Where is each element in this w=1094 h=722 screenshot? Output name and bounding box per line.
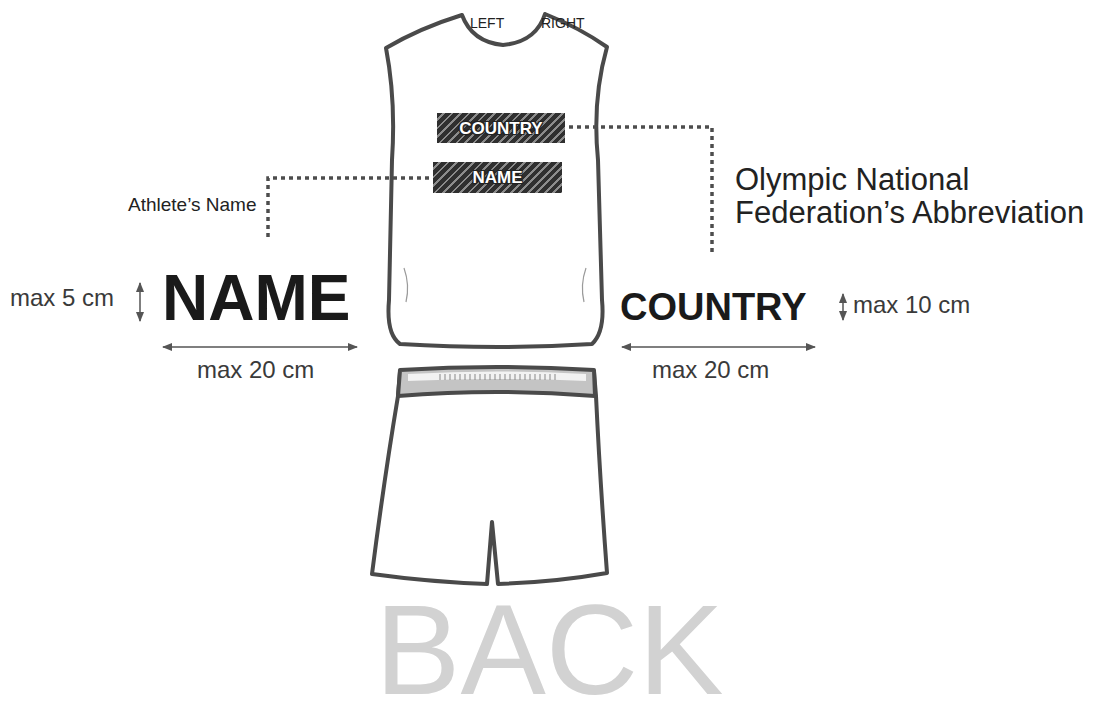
elastic-tick <box>545 374 546 380</box>
hatched-print-area: NAME <box>433 162 562 193</box>
elastic-tick <box>465 374 466 380</box>
sample-country: COUNTRY <box>620 288 806 326</box>
dimension-label: max 20 cm <box>197 358 314 382</box>
dimension-label: max 10 cm <box>853 293 970 317</box>
leader-line <box>268 178 429 240</box>
dimension-label: max 20 cm <box>652 358 769 382</box>
waistband <box>398 367 595 396</box>
elastic-tick <box>460 374 461 380</box>
side-label: RIGHT <box>541 16 585 30</box>
elastic-tick <box>510 374 511 380</box>
watermark: BACK <box>375 586 724 714</box>
side-seam <box>582 268 586 302</box>
elastic-tick <box>505 374 506 380</box>
elastic-tick <box>495 374 496 380</box>
leader-line <box>569 127 712 256</box>
elastic-tick <box>535 374 536 380</box>
elastic-ticks <box>440 374 555 380</box>
side-label: LEFT <box>470 16 504 30</box>
elastic-tick <box>440 374 441 380</box>
tank-top <box>386 14 607 347</box>
elastic-tick <box>540 374 541 380</box>
dimension-label: max 5 cm <box>10 286 114 310</box>
print-area-text: COUNTRY <box>459 120 542 137</box>
hatched-print-area: COUNTRY <box>437 113 565 143</box>
elastic-tick <box>445 374 446 380</box>
elastic-tick <box>475 374 476 380</box>
elastic-tick <box>470 374 471 380</box>
elastic-tick <box>485 374 486 380</box>
shorts <box>372 372 607 584</box>
elastic-tick <box>480 374 481 380</box>
dimension-arrow <box>139 283 141 321</box>
dimension-arrow <box>622 346 815 348</box>
elastic-tick <box>530 374 531 380</box>
elastic-tick <box>500 374 501 380</box>
dimension-arrow <box>842 294 844 320</box>
elastic-tick <box>490 374 491 380</box>
callout-label: Athlete’s Name <box>128 195 257 214</box>
side-seam <box>404 268 408 302</box>
elastic-tick <box>450 374 451 380</box>
elastic-tick <box>515 374 516 380</box>
elastic-tick <box>520 374 521 380</box>
print-area-text: NAME <box>472 169 522 186</box>
elastic-tick <box>455 374 456 380</box>
dimension-arrow <box>163 346 357 348</box>
elastic-tick <box>525 374 526 380</box>
elastic-tick <box>555 374 556 380</box>
callout-label: Olympic National Federation’s Abbreviati… <box>735 163 1094 229</box>
sample-name: NAME <box>162 266 350 330</box>
waistband-inner <box>408 372 586 382</box>
elastic-tick <box>550 374 551 380</box>
